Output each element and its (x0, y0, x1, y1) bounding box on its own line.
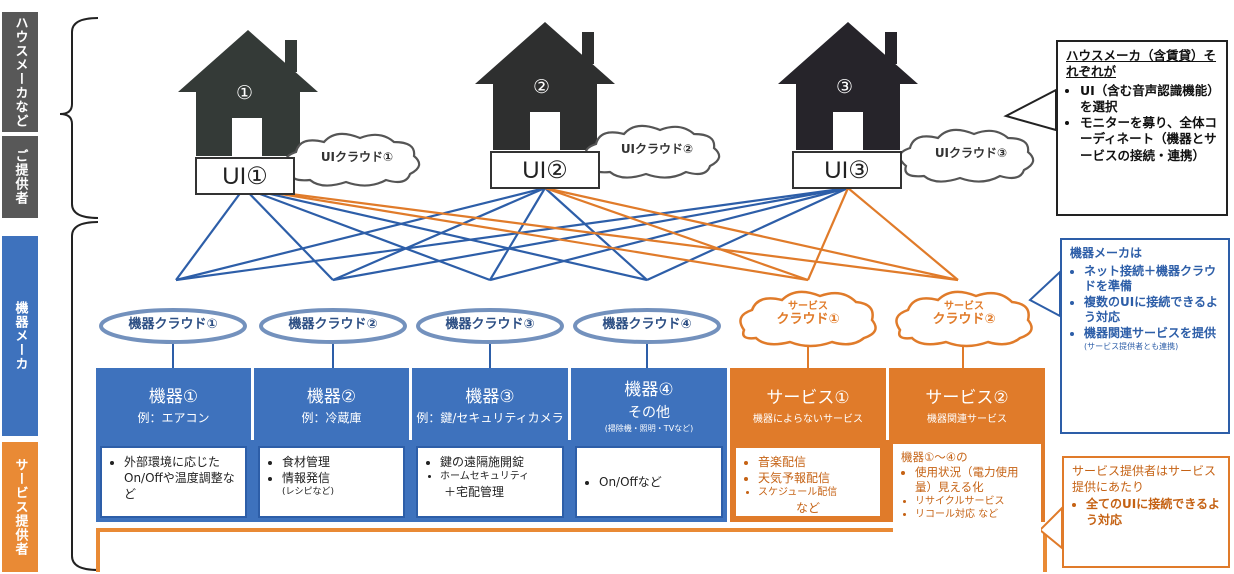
service-2-box: サービス② 機器関連サービス (889, 368, 1045, 440)
ui-3-label: UI③ (824, 156, 870, 184)
service-1-detail-item-1: 音楽配信 (758, 454, 872, 470)
device-2-detail: 食材管理 情報発信 (レシピなど) (258, 446, 405, 518)
house-3 (778, 22, 918, 150)
service-cloud-2-line2: クラウド② (932, 311, 996, 327)
note-housemaker: ハウスメーカ（含賃貸）それぞれが UI（含む音声認識機能）を選択 モニターを募り… (1056, 40, 1228, 216)
service-1-detail: 音楽配信 天気予報配信 スケジュール配信 など (734, 446, 882, 518)
band-service-provider-label: サービス提供者 (12, 458, 28, 556)
device-2-box: 機器② 例：冷蔵庫 (254, 368, 409, 440)
service-2-detail-item-1: 使用状況（電力使用量）見える化 (915, 465, 1033, 495)
note-device-maker-sub: (サービス提供者とも連携) (1084, 341, 1179, 351)
device-4-sub2: (掃除機・照明・TVなど) (604, 423, 694, 433)
band-device-maker: 機器メーカ (2, 236, 38, 436)
device-cloud-shapes (99, 308, 721, 344)
device-4-sub: その他 (628, 404, 670, 421)
service-2-detail: 機器①～④の 使用状況（電力使用量）見える化 リサイクルサービス リコール対応 … (893, 444, 1041, 572)
ui-3-box: UI③ (792, 151, 902, 189)
service-cloud-2-label: サービス クラウド② (914, 301, 1014, 327)
device-4-box: 機器④ その他 (掃除機・照明・TVなど) (571, 368, 727, 440)
house-3-number: ③ (836, 76, 854, 98)
device-4-title: 機器④ (624, 379, 674, 400)
note-housemaker-item-1: UI（含む音声認識機能）を選択 (1080, 83, 1218, 116)
service-1-detail-item-2: 天気予報配信 (758, 470, 872, 486)
band-provider: ご提供者 (2, 136, 38, 218)
band-housemaker-label: ハウスメーカなど (12, 16, 28, 128)
service-cloud-1-label: サービス クラウド① (758, 301, 858, 327)
device-1-box: 機器① 例：エアコン (96, 368, 251, 440)
service-cloud-shapes (739, 290, 1033, 348)
device-4-detail: On/Offなど (575, 446, 723, 518)
note-device-maker: 機器メーカは ネット接続＋機器クラウドを準備 複数のUIに接続できるよう対応 機… (1060, 238, 1230, 434)
note-device-maker-item-1: ネット接続＋機器クラウドを準備 (1084, 264, 1220, 295)
band-service-provider: サービス提供者 (2, 442, 38, 572)
device-1-title: 機器① (148, 387, 199, 407)
device-2-detail-note: (レシピなど) (282, 487, 335, 498)
service-1-title: サービス① (766, 388, 850, 408)
ui-cloud-2-label: UIクラウド② (620, 142, 694, 156)
ui-2-label: UI② (522, 156, 568, 184)
note-device-maker-head: 機器メーカは (1070, 246, 1143, 260)
device-2-sub: 例：冷蔵庫 (301, 411, 362, 425)
device-1-detail: 外部環境に応じたOn/Offや温度調整など (100, 446, 247, 518)
service-cloud-1-line2: クラウド① (776, 311, 840, 327)
ui-1-label: UI① (222, 162, 268, 190)
house-2 (475, 22, 615, 150)
orange-connection-lines (243, 186, 959, 282)
note-service-provider-head: サービス提供者はサービス提供にあたり (1072, 464, 1217, 494)
cloud-device-connectors (172, 340, 648, 368)
device-2-title: 機器② (306, 387, 357, 407)
device-2-detail-item-2: 情報発信 (282, 470, 395, 486)
service-1-box: サービス① 機器によらないサービス (730, 368, 886, 440)
note-housemaker-item-2: モニターを募り、全体コーディネート（機器とサービスの接続・連携） (1080, 115, 1218, 164)
band-housemaker: ハウスメーカなど (2, 12, 38, 132)
device-3-detail-item-2: ホームセキュリティ (440, 470, 554, 484)
device-3-box: 機器③ 例：鍵/セキュリティカメラ (412, 368, 568, 440)
band-device-maker-label: 機器メーカ (12, 301, 28, 371)
ui-cloud-3-label: UIクラウド③ (934, 146, 1008, 160)
device-1-detail-item: 外部環境に応じたOn/Offや温度調整など (124, 454, 237, 503)
ui-cloud-shapes (284, 124, 1035, 187)
service-1-detail-extra: など (795, 500, 820, 515)
device-2-detail-item-1: 食材管理 (282, 454, 395, 470)
device-cloud-3-label: 機器クラウド③ (445, 317, 535, 332)
note-service-provider: サービス提供者はサービス提供にあたり 全てのUIに接続できるよう対応 (1062, 456, 1230, 568)
device-cloud-1-label: 機器クラウド① (128, 317, 218, 332)
device-4-detail-item: On/Offなど (599, 474, 662, 490)
band-provider-label: ご提供者 (12, 149, 28, 205)
bottom-brace (71, 221, 99, 571)
house-2-number: ② (533, 76, 551, 98)
blue-connection-lines (175, 186, 849, 282)
note-device-maker-item-2: 複数のUIに接続できるよう対応 (1084, 295, 1220, 326)
service-frame (96, 528, 1047, 572)
service-2-title: サービス② (925, 388, 1009, 408)
ui-2-box: UI② (490, 151, 600, 189)
house-1-number: ① (236, 82, 254, 104)
device-cloud-2-label: 機器クラウド② (288, 317, 378, 332)
device-3-detail-item-1: 鍵の遠隔施開錠 (440, 454, 554, 470)
service-2-detail-item-3: リコール対応 など (915, 508, 1033, 521)
device-cloud-4-label: 機器クラウド④ (602, 317, 692, 332)
note-housemaker-head: ハウスメーカ（含賃貸）それぞれが (1066, 48, 1217, 80)
service-2-detail-item-2: リサイクルサービス (915, 495, 1033, 508)
service-2-detail-head: 機器①～④の (901, 450, 968, 464)
service-1-detail-item-3: スケジュール配信 (758, 486, 872, 500)
note-service-provider-item-1: 全てのUIに接続できるよう対応 (1086, 497, 1220, 528)
house-1 (178, 30, 318, 156)
ui-cloud-1-label: UIクラウド① (320, 150, 394, 164)
callout-pointer-device (1028, 269, 1061, 318)
service-2-sub: 機器関連サービス (927, 414, 1007, 425)
device-3-sub: 例：鍵/セキュリティカメラ (416, 411, 564, 425)
callout-pointer-housemaker (1003, 88, 1057, 132)
service-cloud-1-line1: サービス (788, 301, 828, 312)
top-brace (59, 17, 99, 219)
note-device-maker-item-3: 機器関連サービスを提供 (1084, 326, 1220, 342)
device-3-detail: 鍵の遠隔施開錠 ホームセキュリティ ＋宅配管理 (416, 446, 564, 518)
device-3-detail-extra: ＋宅配管理 (444, 484, 505, 499)
device-1-sub: 例：エアコン (137, 411, 210, 425)
service-1-sub: 機器によらないサービス (753, 414, 863, 425)
service-cloud-2-line1: サービス (944, 301, 984, 312)
device-3-title: 機器③ (465, 387, 515, 407)
ui-1-box: UI① (195, 157, 295, 195)
